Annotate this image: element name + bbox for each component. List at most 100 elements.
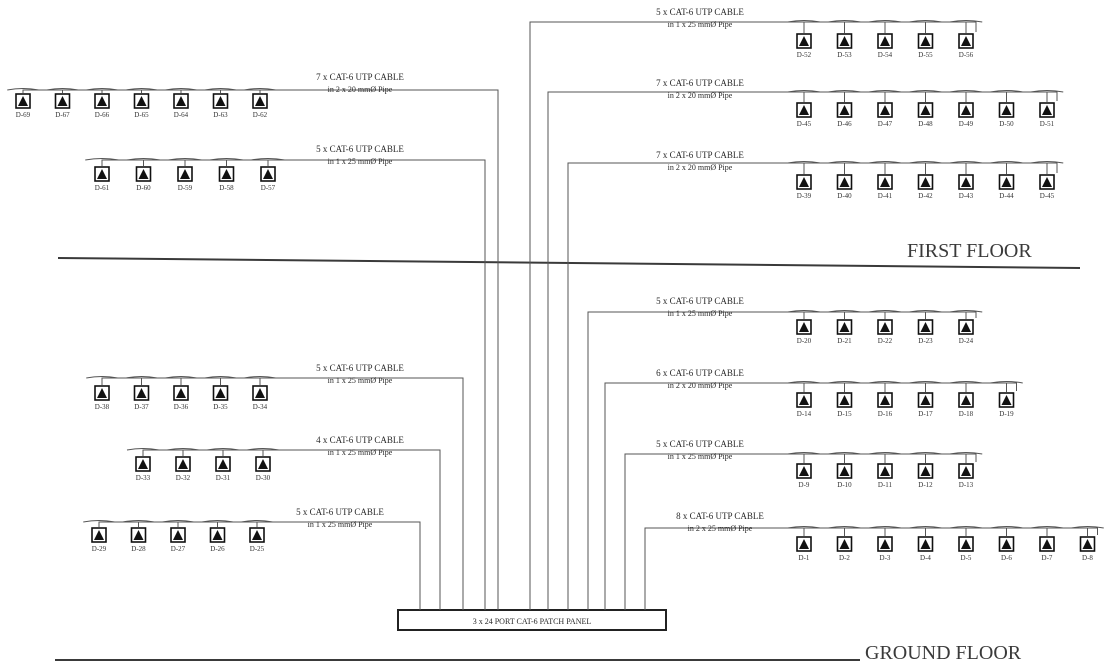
data-outlet: D-61	[94, 166, 110, 192]
cable-drop	[787, 381, 821, 384]
outlet-label: D-14	[797, 410, 812, 418]
outlet-jack-icon	[255, 388, 265, 398]
outlet-label: D-17	[918, 410, 933, 418]
cable-drop	[7, 88, 39, 91]
cable-spec: 5 x CAT-6 UTP CABLE	[316, 363, 404, 373]
outlet-jack-icon	[920, 466, 931, 476]
data-outlet: D-13	[958, 463, 974, 489]
outlet-jack-icon	[94, 530, 104, 540]
data-outlet: D-50	[998, 102, 1015, 128]
cable-drop	[828, 452, 861, 455]
cable-drop	[165, 376, 197, 379]
data-outlet: D-48	[917, 102, 934, 128]
data-outlet: D-59	[177, 166, 193, 192]
cable-drop	[168, 158, 202, 161]
data-outlet: D-51	[1039, 102, 1055, 128]
outlet-label: D-2	[839, 554, 850, 562]
outlet-label: D-59	[178, 184, 193, 192]
pipe-spec: in 1 x 25 mmØ Pipe	[308, 520, 373, 529]
outlet-jack-icon	[839, 466, 850, 476]
data-outlet: D-28	[130, 527, 147, 553]
data-outlet: D-30	[255, 456, 271, 482]
outlet-jack-icon	[1082, 539, 1093, 549]
cable-run	[567, 162, 1058, 610]
cable-drop	[85, 158, 119, 161]
outlet-label: D-5	[961, 554, 972, 562]
outlet-jack-icon	[215, 96, 226, 106]
outlet-label: D-58	[219, 184, 234, 192]
outlet-jack-icon	[839, 105, 850, 115]
outlet-jack-icon	[839, 322, 850, 332]
outlet-label: D-38	[95, 403, 110, 411]
outlet-jack-icon	[880, 36, 890, 46]
data-outlet: D-22	[877, 319, 893, 345]
outlet-jack-icon	[920, 177, 931, 187]
data-outlet: D-33	[135, 456, 151, 482]
cable-drop	[949, 161, 983, 164]
pipe-spec: in 2 x 20 mmØ Pipe	[668, 163, 733, 172]
outlet-jack-icon	[178, 459, 188, 469]
cable-drop	[949, 452, 983, 455]
data-outlet: D-4	[917, 536, 934, 562]
cable-drop	[166, 448, 200, 451]
outlet-jack-icon	[880, 177, 890, 187]
outlet-label: D-45	[1040, 192, 1055, 200]
cable-drop	[949, 310, 983, 313]
cable-drop	[244, 376, 276, 379]
pipe-spec: in 2 x 20 mmØ Pipe	[328, 85, 393, 94]
data-outlet: D-58	[218, 166, 235, 192]
outlet-label: D-39	[797, 192, 812, 200]
cable-drop	[122, 520, 155, 523]
outlet-label: D-48	[918, 120, 933, 128]
outlet-label: D-67	[55, 111, 70, 119]
data-outlet: D-46	[836, 102, 853, 128]
outlet-jack-icon	[18, 96, 28, 106]
outlet-group-6: 5 x CAT-6 UTP CABLE in 1 x 25 mmØ Pipe D-3…	[86, 363, 464, 610]
outlet-label: D-43	[959, 192, 974, 200]
outlet-label: D-27	[171, 545, 186, 553]
cable-drop	[828, 526, 861, 529]
outlet-jack-icon	[961, 466, 971, 476]
data-outlet: D-37	[133, 385, 150, 411]
data-outlet: D-45	[1039, 174, 1055, 200]
outlet-label: D-15	[837, 410, 852, 418]
outlet-label: D-3	[880, 554, 891, 562]
cable-run	[604, 382, 1017, 610]
outlet-label: D-62	[253, 111, 268, 119]
outlet-jack-icon	[1042, 177, 1052, 187]
outlet-jack-icon	[880, 322, 890, 332]
data-outlet: D-35	[212, 385, 229, 411]
outlet-label: D-35	[213, 403, 228, 411]
outlet-label: D-45	[797, 120, 812, 128]
cable-run	[101, 377, 464, 610]
outlet-jack-icon	[97, 169, 107, 179]
cable-spec: 5 x CAT-6 UTP CABLE	[656, 439, 744, 449]
outlet-label: D-66	[95, 111, 110, 119]
floor-divider	[57, 257, 1081, 269]
ground-floor-title: GROUND FLOOR	[865, 642, 1022, 663]
cable-drop	[949, 20, 983, 23]
data-outlet: D-67	[54, 93, 71, 119]
data-outlet: D-57	[260, 166, 276, 192]
data-outlet: D-66	[94, 93, 110, 119]
outlet-jack-icon	[173, 530, 183, 540]
outlet-label: D-42	[918, 192, 933, 200]
data-outlet: D-55	[917, 33, 934, 59]
outlet-label: D-24	[959, 337, 974, 345]
outlet-label: D-18	[959, 410, 974, 418]
cable-run	[101, 159, 486, 610]
cable-drop	[206, 448, 240, 451]
outlet-label: D-13	[959, 481, 974, 489]
cable-drop	[787, 90, 821, 93]
outlet-jack-icon	[258, 459, 268, 469]
cable-drop	[83, 520, 115, 523]
outlet-label: D-49	[959, 120, 974, 128]
cable-spec: 7 x CAT-6 UTP CABLE	[316, 72, 404, 82]
cable-spec: 7 x CAT-6 UTP CABLE	[656, 78, 744, 88]
outlet-label: D-61	[95, 184, 110, 192]
